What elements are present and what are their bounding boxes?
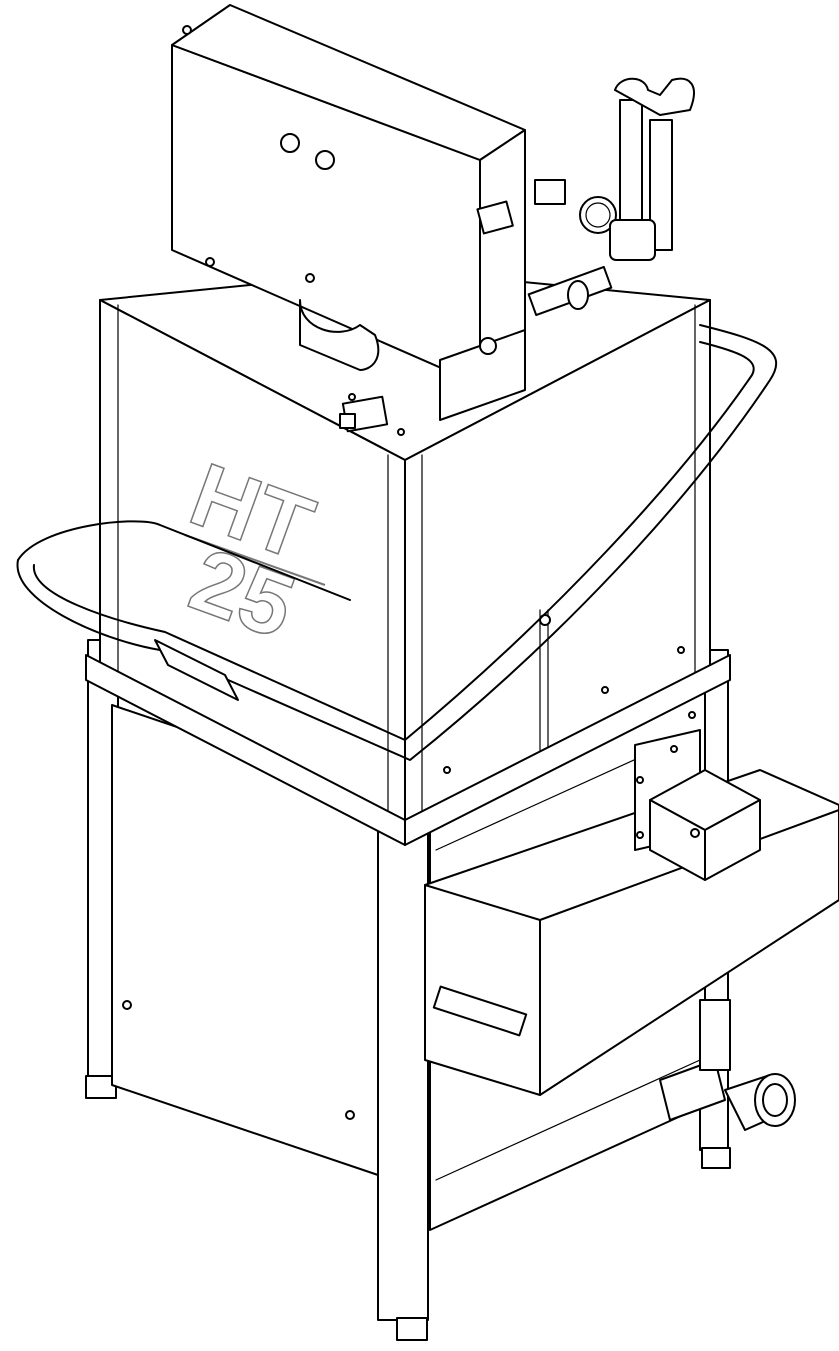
center-leg-foot	[396, 1317, 428, 1341]
vacuum-breaker	[614, 77, 695, 116]
drain-pipe	[699, 999, 731, 1071]
float-switch-fitting	[339, 413, 356, 429]
center-front-leg	[377, 829, 429, 1321]
panel-screw	[345, 1110, 355, 1120]
junction-box-side	[704, 799, 761, 881]
cabinet-skirt-side	[404, 654, 731, 846]
vertical-pipe	[619, 99, 643, 221]
right-leg-foot	[701, 1147, 731, 1169]
reset-button[interactable]	[479, 337, 497, 355]
handle-grip[interactable]	[154, 639, 239, 701]
pipe-union	[567, 280, 589, 310]
pipe-elbow	[534, 179, 566, 205]
pump-body	[659, 1059, 726, 1121]
vertical-pipe	[649, 119, 673, 251]
door-handle-bar[interactable]	[16, 324, 777, 761]
solenoid-valve	[609, 219, 656, 261]
door-handle-inner	[32, 341, 755, 741]
temperature-dial	[476, 200, 514, 235]
door-handle-left[interactable]	[17, 520, 351, 601]
pressure-gauge	[579, 196, 617, 234]
thermometer-gauges	[299, 299, 380, 371]
water-inlet-plumbing	[527, 77, 695, 317]
control-box-bracket	[439, 329, 526, 421]
control-knob-1[interactable]	[280, 133, 300, 153]
drawer-pull[interactable]	[432, 985, 528, 1037]
indicator-light	[305, 273, 315, 283]
control-knob-2[interactable]	[315, 150, 335, 170]
panel-screw	[122, 1000, 132, 1010]
